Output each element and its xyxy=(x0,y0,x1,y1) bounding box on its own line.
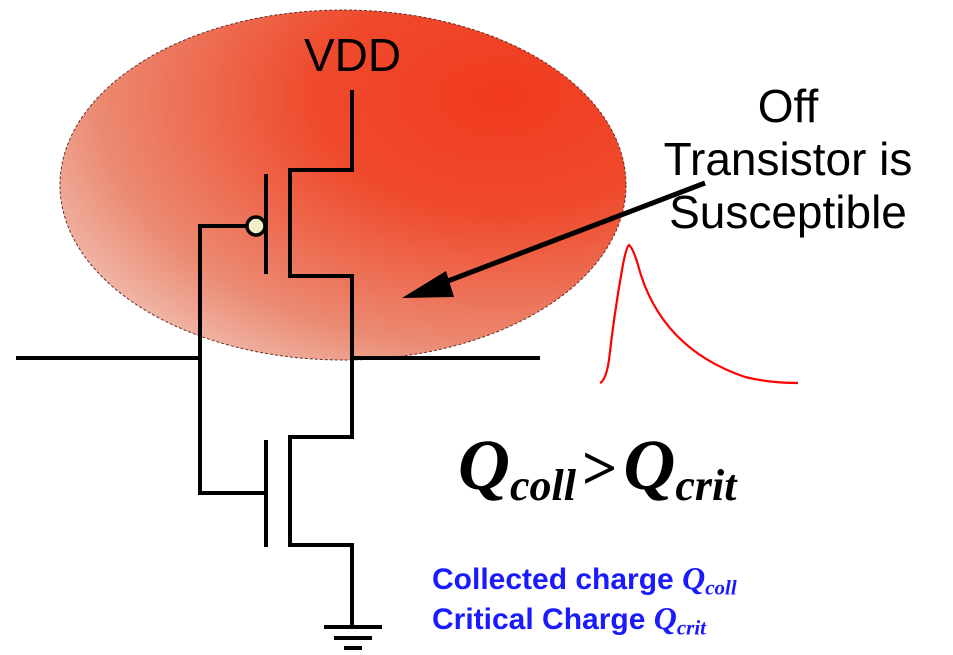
definition-text: Collected charge xyxy=(432,563,683,596)
ground-symbol xyxy=(324,625,382,650)
pointer-arrowhead xyxy=(402,271,454,298)
pmos-drain-wire xyxy=(288,274,354,439)
charge-inequality: Qcoll>Qcrit xyxy=(458,420,736,531)
note-line-2: Transistor is xyxy=(663,133,913,185)
pointer-arrow xyxy=(439,180,706,287)
note-line-3: Susceptible xyxy=(669,186,907,238)
gate-input-wire xyxy=(198,224,248,495)
definition-symbol: Q xyxy=(653,600,677,636)
vdd-label: VDD xyxy=(304,29,402,81)
eq-rhs-sub: crit xyxy=(675,461,737,510)
susceptibility-note: Off Transistor is Susceptible xyxy=(630,80,946,239)
definition-critical-charge: Critical Charge Qcrit xyxy=(432,600,706,645)
definition-collected-charge: Collected charge Qcoll xyxy=(432,560,737,605)
eq-rhs-symbol: Q xyxy=(623,425,676,505)
definition-sub: crit xyxy=(676,615,707,640)
pmos-gate-bubble xyxy=(245,215,267,237)
nmos-source-wire xyxy=(288,543,354,627)
eq-lhs-sub: coll xyxy=(510,461,576,510)
current-pulse-curve xyxy=(599,243,799,385)
note-line-1: Off xyxy=(757,80,819,132)
definition-text: Critical Charge xyxy=(432,603,654,636)
definition-sub: coll xyxy=(705,575,737,600)
eq-lhs-symbol: Q xyxy=(458,425,510,505)
definition-symbol: Q xyxy=(682,560,706,596)
eq-operator: > xyxy=(581,435,618,503)
